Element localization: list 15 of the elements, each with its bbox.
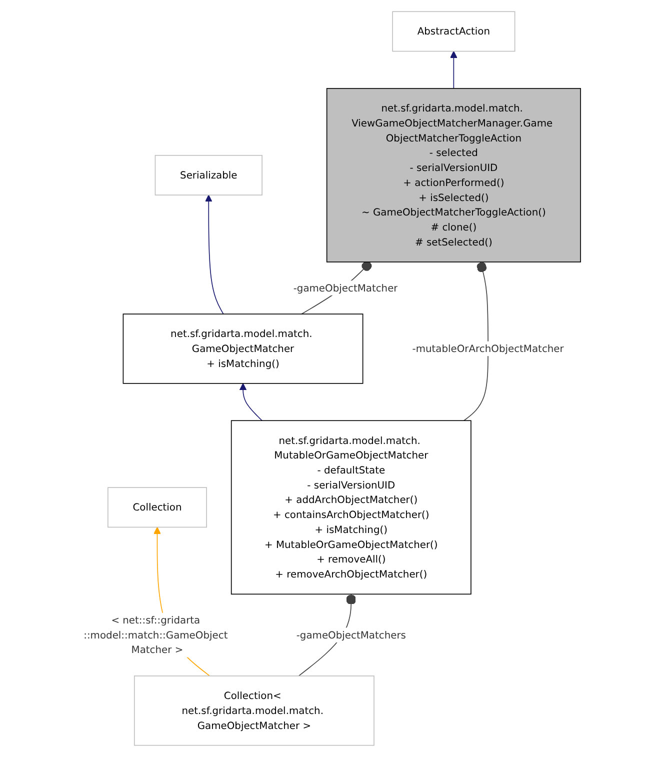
node-box: Collection	[107, 487, 207, 528]
node-box: AbstractAction	[392, 11, 516, 52]
node-box: net.sf.gridarta.model.match. GameObjectMatcher + isMatching()	[122, 314, 364, 384]
connector	[463, 262, 488, 422]
edge-label: -gameObjectMatcher	[293, 282, 398, 294]
arrow	[239, 383, 262, 422]
arrow	[450, 50, 458, 89]
edge-label: -mutableOrArchObjectMatcher	[412, 342, 564, 355]
node-box: net.sf.gridarta.model.match. ViewGameObjectMatcherManager.Game ObjectMatcherToggleAction - selected - serialVersionUID + actionPerformed() + isSelected() ~ GameObjectMatcherToggleAction() # clone() # setSelected()	[326, 88, 581, 262]
edge-label: < net::sf::gridarta ::model::match::GameObject Matcher >	[84, 614, 228, 656]
node-box: net.sf.gridarta.model.match. MutableOrGameObjectMatcher - defaultState - serialVersionUID + addArchObjectMatcher() + containsArchObjectMatcher() + isMatching() + MutableOrGameObjectMatcher() + removeAll() + removeArchObjectMatcher()	[230, 420, 472, 595]
edge-label: -gameObjectMatchers	[296, 629, 406, 641]
node-box: Collection< net.sf.gridarta.model.match. GameObjectMatcher >	[134, 676, 374, 746]
node-box: Serializable	[154, 154, 262, 196]
arrow	[204, 194, 224, 314]
